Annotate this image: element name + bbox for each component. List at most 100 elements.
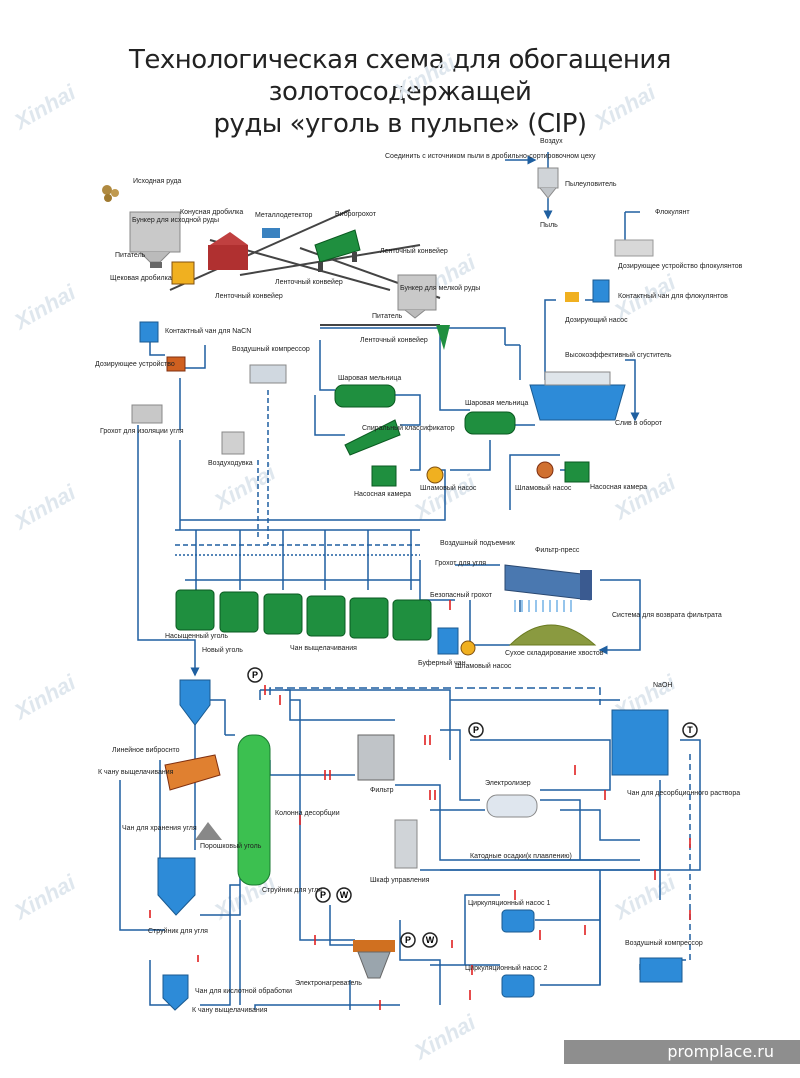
- label-carbon-storage: Чан для хранения угля: [122, 825, 197, 832]
- label-air-compressor-2: Воздушный компрессор: [625, 939, 703, 947]
- label-dust-source: Соединить с источником пыли в дробильно-…: [385, 152, 596, 160]
- label-new-carbon: Новый уголь: [202, 646, 243, 654]
- label-linear-screen: Линейное виброснто: [112, 746, 180, 754]
- dust-collector[interactable]: [537, 167, 559, 199]
- label-thickener: Высокоэффективный сгуститель: [565, 351, 672, 359]
- valve[interactable]: [324, 770, 331, 780]
- leach-tanks: [175, 589, 432, 641]
- thickener[interactable]: [529, 371, 626, 421]
- filter[interactable]: [357, 734, 395, 781]
- desorption-column[interactable]: [237, 734, 271, 886]
- label-heater: Электронагреватель: [295, 980, 362, 987]
- leach-tank[interactable]: [392, 599, 432, 641]
- carbon-storage-tank[interactable]: [157, 857, 196, 916]
- nacn-tank[interactable]: [139, 321, 159, 343]
- label-dosing-pump: Дозирующий насос: [565, 316, 628, 324]
- label-desorption-tank: Чан для десорбционного раствора: [627, 789, 740, 797]
- label-spiral: Спиральный классификатор: [362, 424, 455, 432]
- label-floc-tank: Контактный чан для флокулянтов: [618, 292, 728, 300]
- label-dust: Пыль: [540, 222, 558, 229]
- label-slurry-pump-1: Шламовый насос: [420, 484, 477, 492]
- label-doser: Дозирующее устройство: [95, 360, 175, 368]
- leach-tank[interactable]: [175, 589, 215, 631]
- leach-tank[interactable]: [263, 593, 303, 635]
- slurry-pump-3[interactable]: [460, 640, 476, 656]
- watermark-text: Xinhai: [608, 869, 680, 925]
- flow-gauge-icon: W: [426, 935, 435, 945]
- site-footer-badge[interactable]: promplace.ru: [564, 1040, 800, 1064]
- label-ball-mill-2: Шаровая мельница: [465, 400, 528, 407]
- circulating-pump-2[interactable]: [501, 974, 535, 998]
- valve[interactable]: [429, 790, 436, 800]
- flocculant-tank[interactable]: [592, 279, 610, 303]
- label-belt-2: Ленточный конвейер: [275, 278, 343, 286]
- pump-box-1[interactable]: [371, 465, 397, 487]
- page-title: Технологическая схема для обогащения зол…: [0, 44, 800, 140]
- label-to-leach-1: К чану выщелачивания: [98, 769, 174, 776]
- cone-crusher[interactable]: [208, 232, 248, 270]
- watermark-text: Xinhai: [8, 79, 80, 135]
- carbon-isolation-screen[interactable]: [131, 404, 163, 424]
- label-control: Шкаф управления: [370, 877, 430, 884]
- hydrocyclone[interactable]: [436, 325, 450, 350]
- slurry-pump-2[interactable]: [536, 461, 554, 479]
- dosing-pump[interactable]: [565, 292, 579, 302]
- ball-mill-2[interactable]: [464, 411, 516, 435]
- pipes: [119, 152, 701, 1010]
- leach-tank[interactable]: [219, 591, 259, 633]
- circulating-pump-1[interactable]: [501, 909, 535, 933]
- valve[interactable]: [424, 735, 431, 745]
- bunker-2[interactable]: [397, 274, 437, 311]
- label-to-leach-2: К чану выщелачивания: [192, 1007, 268, 1014]
- carbon-hopper[interactable]: [179, 679, 211, 726]
- metal-detector[interactable]: [262, 228, 280, 238]
- watermark-text: Xinhai: [8, 279, 80, 335]
- electrolyzer[interactable]: [486, 794, 538, 818]
- label-floc-doser: Дозирующее устройство флокулянтов: [618, 262, 743, 270]
- label-dry-tailings: Сухое складирование хвостов: [505, 650, 604, 657]
- electric-heater[interactable]: [353, 940, 395, 979]
- ore-icon: [102, 185, 119, 202]
- pressure-gauge-icon: P: [320, 890, 326, 900]
- leach-tank[interactable]: [349, 597, 389, 639]
- pump-box-2[interactable]: [564, 461, 590, 483]
- desorption-solution-tank[interactable]: [611, 709, 669, 776]
- label-air-lift: Воздушный подъемник: [440, 539, 516, 547]
- watermark-text: Xinhai: [408, 1009, 480, 1065]
- filter-press[interactable]: [504, 564, 592, 601]
- flocculant-doser[interactable]: [614, 239, 654, 257]
- linear-screen[interactable]: [164, 754, 221, 791]
- jaw-crusher[interactable]: [171, 261, 195, 285]
- blower[interactable]: [221, 431, 245, 455]
- air-compressor-1[interactable]: [249, 364, 287, 384]
- label-dust-collector: Пылеуловитель: [565, 181, 617, 188]
- label-leach-tanks: Чан выщелачивания: [290, 645, 357, 652]
- doser[interactable]: [166, 356, 186, 372]
- footer-text: promplace.ru: [667, 1042, 774, 1061]
- slurry-pump-1[interactable]: [426, 466, 444, 484]
- label-naoh: NaOH: [653, 682, 672, 689]
- label-eductor-1: Струйник для угля: [262, 886, 322, 894]
- label-cathode: Катодные осадки(к плавлению): [470, 853, 572, 860]
- title-line-2: руды «уголь в пульпе» (CIP): [213, 109, 587, 139]
- label-buffer-tank: Буферный чан: [418, 659, 466, 667]
- vibrating-screen[interactable]: [314, 229, 361, 272]
- control-cabinet[interactable]: [394, 819, 418, 869]
- label-screen-carbon: Грохот для изоляции угля: [100, 428, 184, 435]
- bunker-1[interactable]: [129, 211, 181, 253]
- feeder-1[interactable]: [150, 262, 162, 268]
- spiral-classifier[interactable]: [344, 419, 401, 456]
- pressure-gauge-icon: P: [252, 670, 258, 680]
- label-flocculant: Флокулянт: [655, 209, 690, 216]
- label-powder-carbon: Порошковый уголь: [200, 842, 262, 850]
- acid-treatment-tank[interactable]: [162, 974, 189, 1011]
- label-loaded-carbon: Насыщенный уголь: [165, 632, 228, 640]
- ball-mill-1[interactable]: [334, 384, 396, 408]
- label-metal-detector: Металлодетектор: [255, 212, 313, 219]
- label-eductor-2: Струйник для угля: [148, 927, 208, 935]
- air-compressor-2[interactable]: [639, 957, 683, 983]
- buffer-tank[interactable]: [437, 627, 459, 655]
- label-electrolyzer: Электролизер: [485, 780, 531, 787]
- title-line-1: Технологическая схема для обогащения зол…: [129, 45, 671, 107]
- leach-tank[interactable]: [306, 595, 346, 637]
